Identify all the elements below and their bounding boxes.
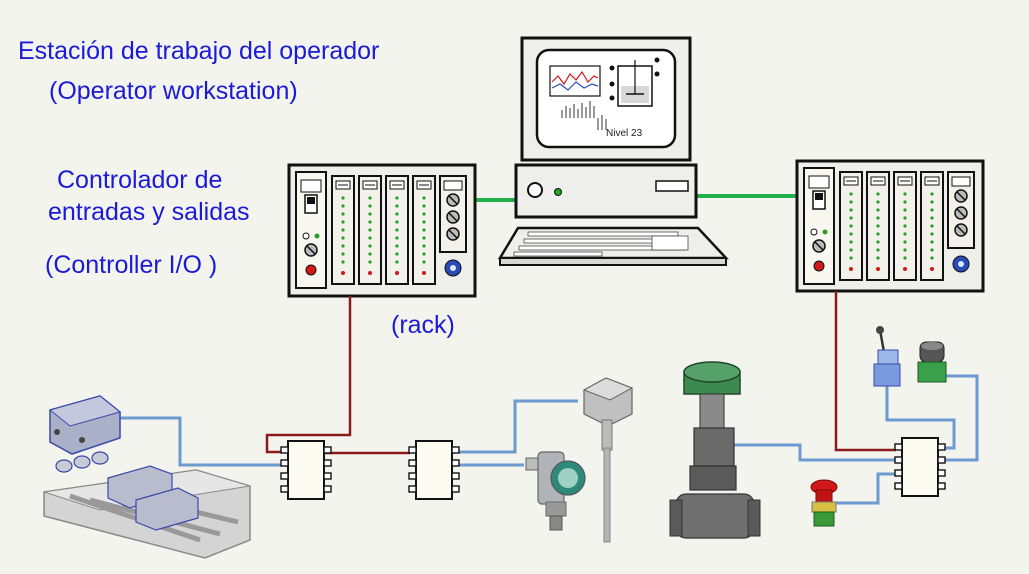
feeder-machine-icon [43, 395, 251, 559]
keyboard [497, 226, 729, 266]
operator-workstation: Nivel 23 [497, 36, 729, 266]
workstation-label-es: Estación de trabajo del operador [18, 37, 380, 65]
io-terminal-block-2 [408, 440, 460, 500]
power-button-icon [527, 182, 543, 198]
io-terminal-block-3 [894, 437, 946, 497]
temperature-sensor-icon [582, 377, 634, 543]
pressure-transmitter-icon [525, 451, 586, 531]
limit-switch-icon [873, 326, 901, 387]
signal-line-valve [713, 443, 896, 462]
bus-line-right [834, 291, 896, 452]
signal-line-temperature [452, 399, 578, 454]
io-terminal-block-1 [280, 440, 332, 500]
rack-label: (rack) [391, 311, 455, 339]
controller-label-es-line1: Controlador de [57, 166, 223, 194]
knob-icon [304, 243, 318, 257]
control-valve-icon [669, 361, 761, 539]
io-rack-left [287, 163, 477, 298]
emergency-stop-icon [810, 479, 838, 527]
screen-level-text: Nivel 23 [606, 128, 643, 139]
io-rack-right [795, 159, 985, 293]
signal-line-limit-switch [885, 385, 956, 450]
push-button-icon [917, 341, 947, 383]
signal-line-feeder [115, 416, 282, 467]
signal-line-estop [836, 472, 896, 505]
controller-label-es-line2: entradas y salidas [48, 198, 250, 226]
workstation-label-en: (Operator workstation) [49, 77, 298, 105]
signal-line-pushbutton [938, 374, 979, 462]
bus-line-left [265, 296, 352, 454]
computer-case [514, 163, 698, 219]
controller-label-en: (Controller I/O ) [45, 251, 218, 279]
